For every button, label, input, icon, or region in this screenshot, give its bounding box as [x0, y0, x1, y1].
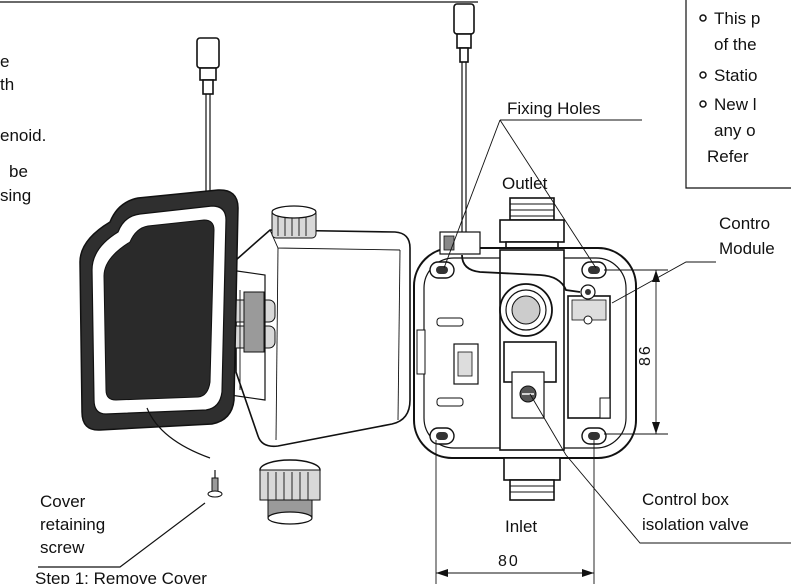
inlet-label: Inlet — [505, 517, 537, 536]
left-text-block: e th enoid. be sing — [0, 52, 46, 205]
front-view — [413, 3, 637, 501]
fixing-holes-label: Fixing Holes — [507, 99, 601, 118]
isolation-valve-label-2: isolation valve — [642, 515, 749, 534]
solenoid-front — [499, 249, 565, 451]
notes-line-1: This p — [714, 9, 760, 28]
step-label: Step 1: Remove Cover — [35, 569, 207, 584]
inlet-fitting-front — [503, 457, 561, 501]
isometric-view — [79, 37, 411, 525]
slot — [436, 317, 464, 327]
outlet-fitting-3d — [271, 205, 317, 239]
outlet-fitting-front — [499, 197, 565, 251]
left-text-line-3: enoid. — [0, 126, 46, 145]
housing-cover — [79, 189, 239, 431]
solenoid-cable-front — [453, 3, 475, 255]
isolation-valve-callout: Control box isolation valve — [529, 393, 791, 544]
height-dimension-value: 86 — [637, 344, 654, 366]
left-text-line-5: sing — [0, 186, 31, 205]
left-text-line-2: th — [0, 75, 14, 94]
notes-line-6: Refer — [707, 147, 749, 166]
bullet-icon — [699, 71, 707, 79]
left-text-line-1: e — [0, 52, 9, 71]
fixing-hole-bottom-left — [429, 427, 455, 445]
fixing-holes-callout: Fixing Holes — [443, 99, 642, 269]
bullet-icon — [699, 100, 707, 108]
width-dimension-value: 80 — [498, 553, 520, 570]
control-module-label-2: Module — [719, 239, 775, 258]
height-dimension: 86 — [604, 269, 668, 435]
fixing-hole-top-left — [429, 261, 455, 279]
bullet-icon — [699, 14, 707, 22]
notes-box: This p of the Statio New l any o Refer — [685, 0, 791, 189]
outlet-label: Outlet — [502, 174, 548, 193]
control-module-callout: Contro Module — [611, 214, 775, 304]
inlet-fitting-3d — [259, 459, 321, 525]
notes-line-2: of the — [714, 35, 757, 54]
side-tab — [416, 329, 426, 375]
notes-line-5: any o — [714, 121, 756, 140]
solenoid-cable — [196, 37, 220, 205]
isolation-valve-label-1: Control box — [642, 490, 729, 509]
housing-body — [235, 229, 411, 448]
retaining-screw — [146, 407, 223, 498]
cover-label-line-1: Cover — [40, 492, 86, 511]
cover-label-line-3: screw — [40, 538, 85, 557]
notes-line-4: New l — [714, 95, 757, 114]
notes-line-3: Statio — [714, 66, 757, 85]
control-module-label-1: Contro — [719, 214, 770, 233]
cover-screw-callout: Cover retaining screw Step 1: Remove Cov… — [35, 492, 207, 584]
fixing-hole-top-right — [581, 261, 607, 279]
left-text-line-4: be — [9, 162, 28, 181]
slot — [436, 397, 464, 407]
fixing-hole-bottom-right — [581, 427, 607, 445]
width-dimension: 80 — [435, 440, 595, 584]
cover-label-line-2: retaining — [40, 515, 105, 534]
control-module — [567, 284, 611, 419]
